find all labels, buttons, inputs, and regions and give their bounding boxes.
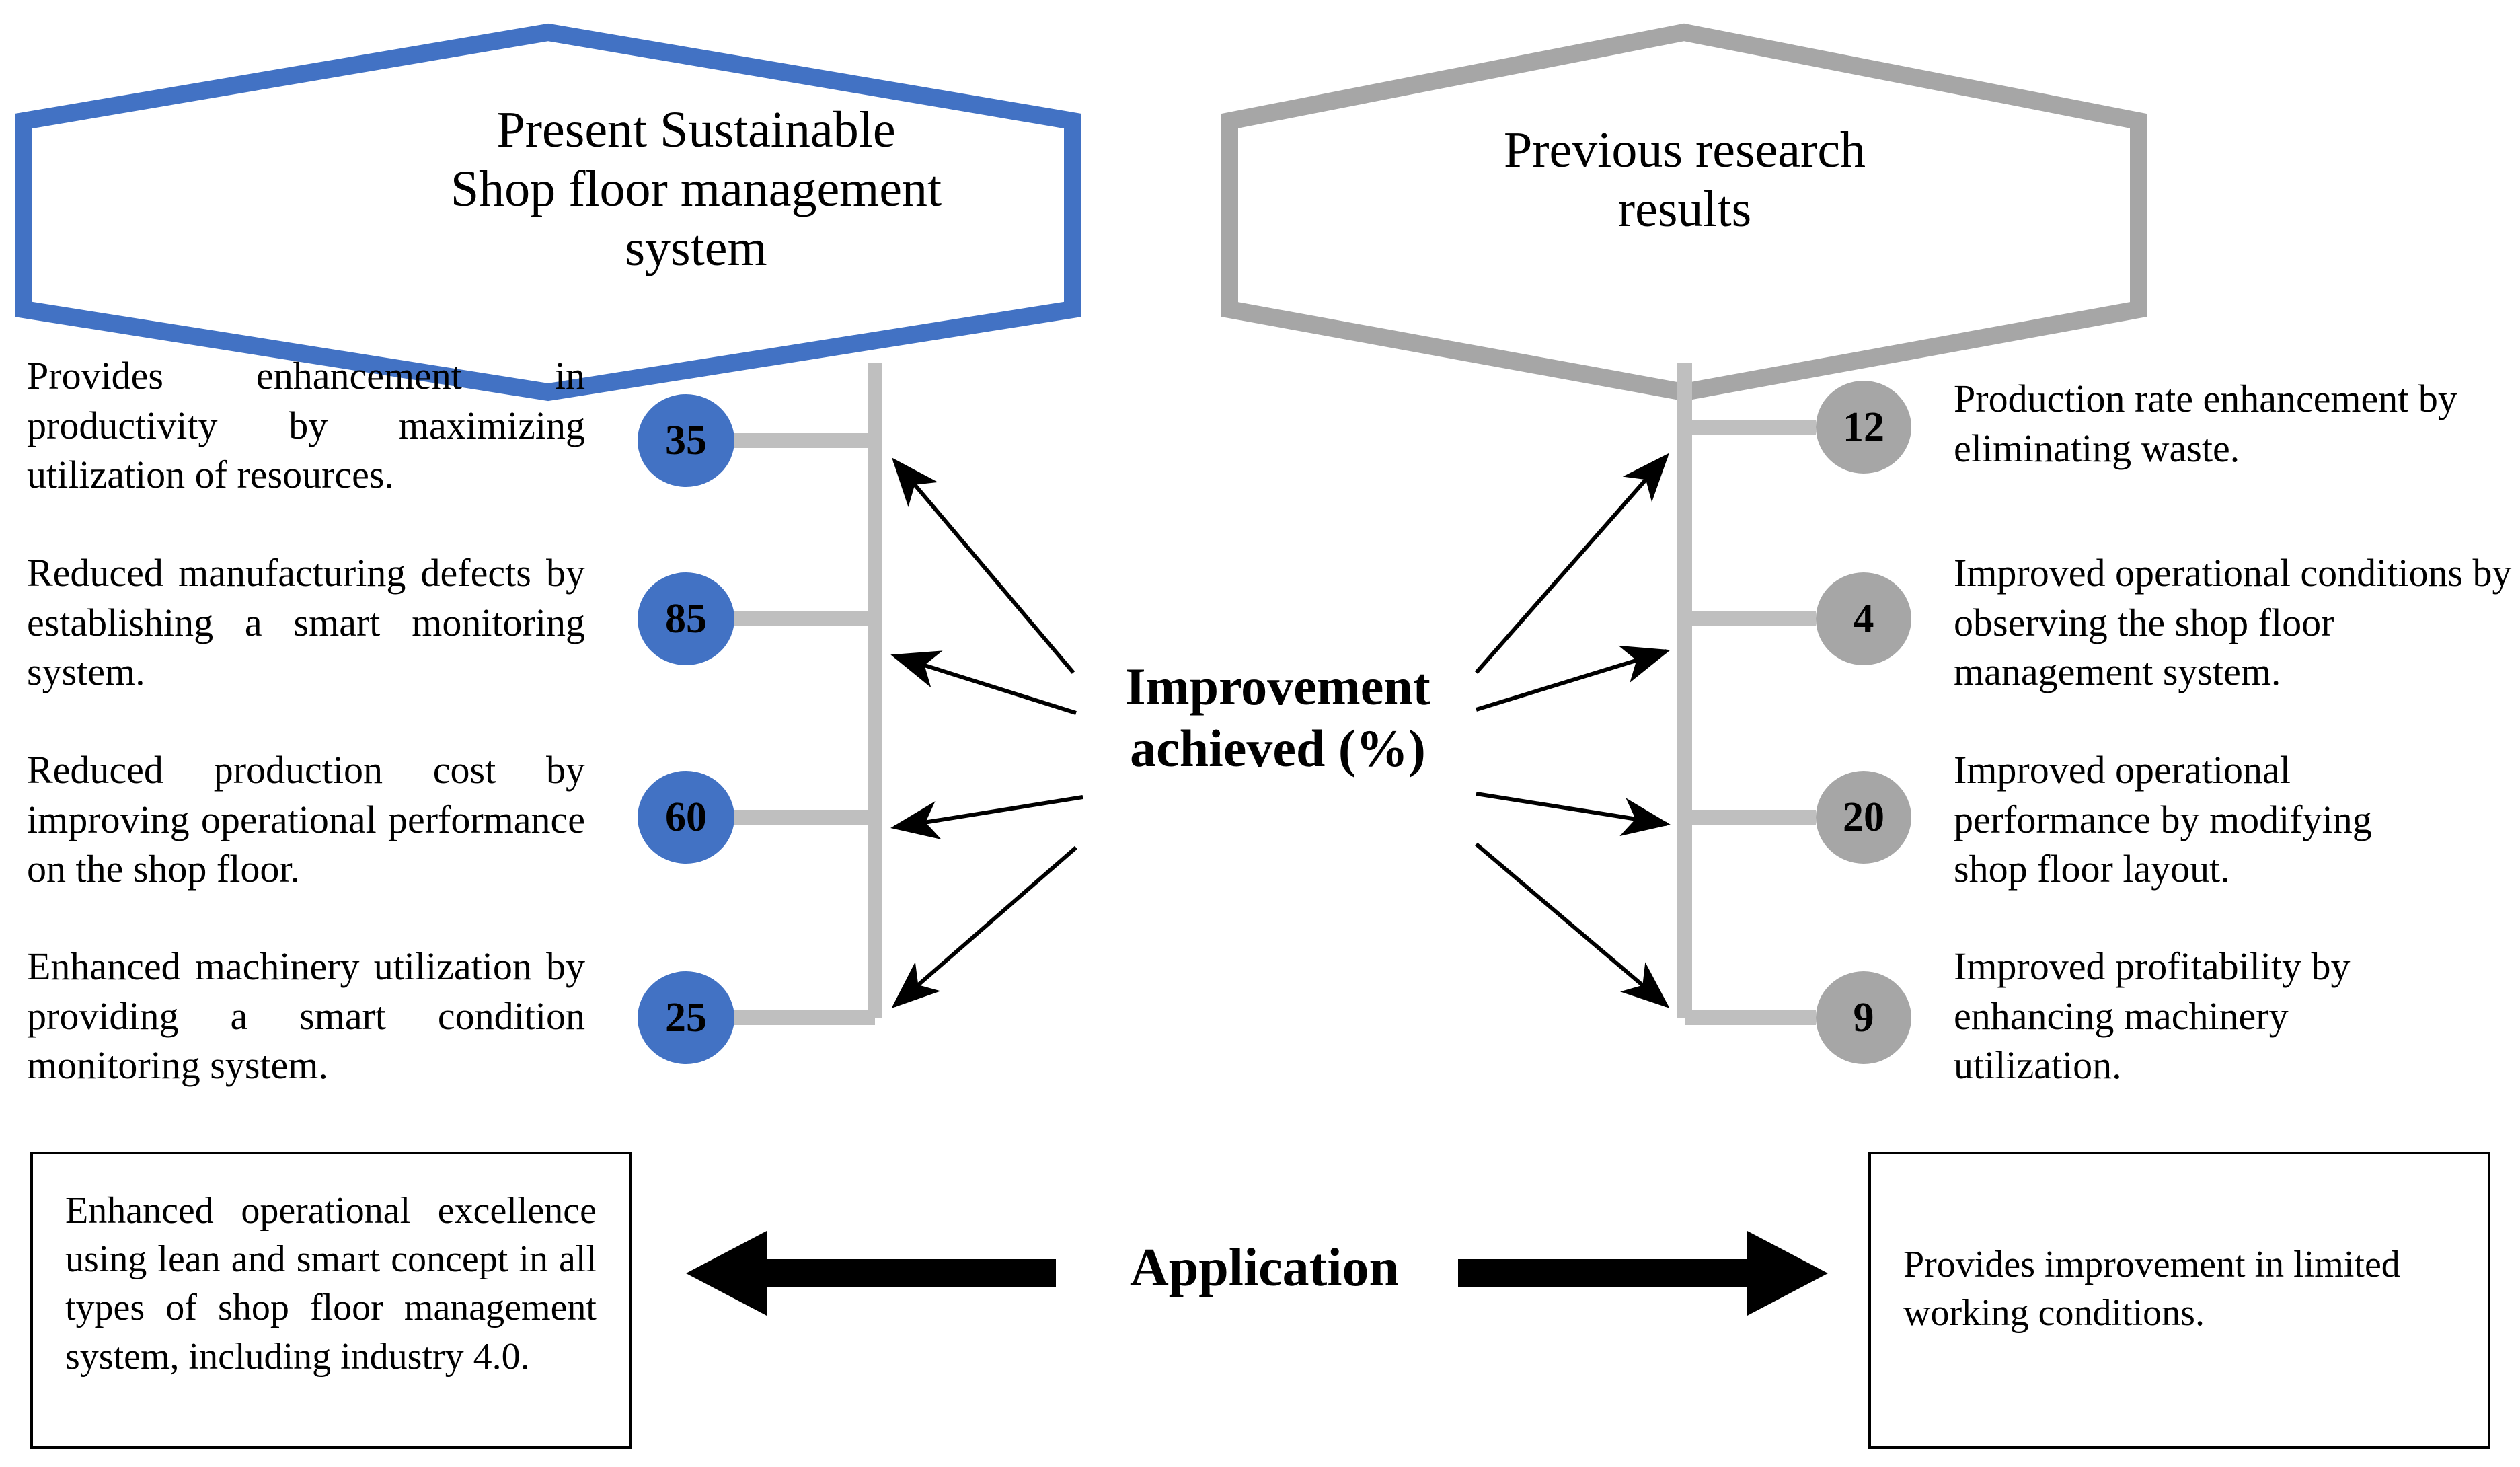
application-label: Application [1129,1238,1400,1297]
value-bubble-right-3-text: 20 [1843,794,1884,840]
hexagon-left-title-group: Present Sustainable Shop floor managemen… [30,101,1362,303]
left-connector-tree [733,363,882,1025]
value-bubble-right-2: 4 [1816,572,1911,665]
left-item-description-2: Reduced manufacturing defects by establi… [27,551,585,694]
value-bubble-right-4-text: 9 [1853,994,1874,1041]
hexagon-right-title-group: Previous research results [1231,121,2139,283]
hexagon-right-title-line2: results [1617,181,1752,237]
value-bubble-left-2-text: 85 [665,595,707,642]
value-bubble-right-4: 9 [1816,971,1911,1064]
right-item-description-1: Production rate enhancement by eliminati… [1954,377,2457,470]
left-item-description-1: Provides enhancement in productivity by … [27,354,585,497]
value-bubble-left-3-text: 60 [665,794,707,840]
left-item-description-3: Reduced production cost by improving ope… [27,748,585,891]
left-improvement-arrows [890,457,1083,1008]
outcome-box-left: Enhanced operational excellence using le… [30,1152,632,1449]
outcome-box-left-text: Enhanced operational excellence using le… [65,1190,597,1378]
value-bubble-left-3: 60 [638,771,734,864]
application-arrow-left [686,1231,1056,1316]
right-connector-tree [1677,363,1816,1025]
value-bubble-left-1-text: 35 [665,417,707,463]
right-item-description-4: Improved profitability by enhancing mach… [1954,944,2351,1088]
improvement-achieved-label: Improvement achieved (%) [1056,656,1500,780]
application-arrow-right [1458,1231,1828,1316]
value-bubble-right-1: 12 [1816,381,1911,474]
value-bubble-left-1: 35 [638,394,734,487]
value-bubble-left-2: 85 [638,572,734,665]
left-item-description-4: Enhanced machinery utilization by provid… [27,944,585,1088]
hexagon-left-title-line2: Shop floor management [450,161,942,217]
hexagon-right-title-line1: Previous research [1503,122,1866,178]
value-bubble-left-4-text: 25 [665,994,707,1041]
hexagon-left-title-line1: Present Sustainable [496,102,896,158]
value-bubble-right-2-text: 4 [1853,595,1874,642]
right-improvement-arrows [1474,453,1671,1008]
improvement-achieved-line2: achieved (%) [1130,719,1426,778]
value-bubble-left-4: 25 [638,971,734,1064]
hexagon-left-title-line3: system [625,220,767,276]
right-item-description-3: Improved operational performance by modi… [1954,748,2372,891]
right-item-description-2: Improved operational conditions by obser… [1954,551,2512,694]
improvement-achieved-line1: Improvement [1125,657,1430,716]
value-bubble-right-3: 20 [1816,771,1911,864]
outcome-box-right-text: Provides improvement in limited working … [1903,1244,2400,1334]
value-bubble-right-1-text: 12 [1843,404,1884,450]
outcome-box-right: Provides improvement in limited working … [1868,1152,2490,1449]
